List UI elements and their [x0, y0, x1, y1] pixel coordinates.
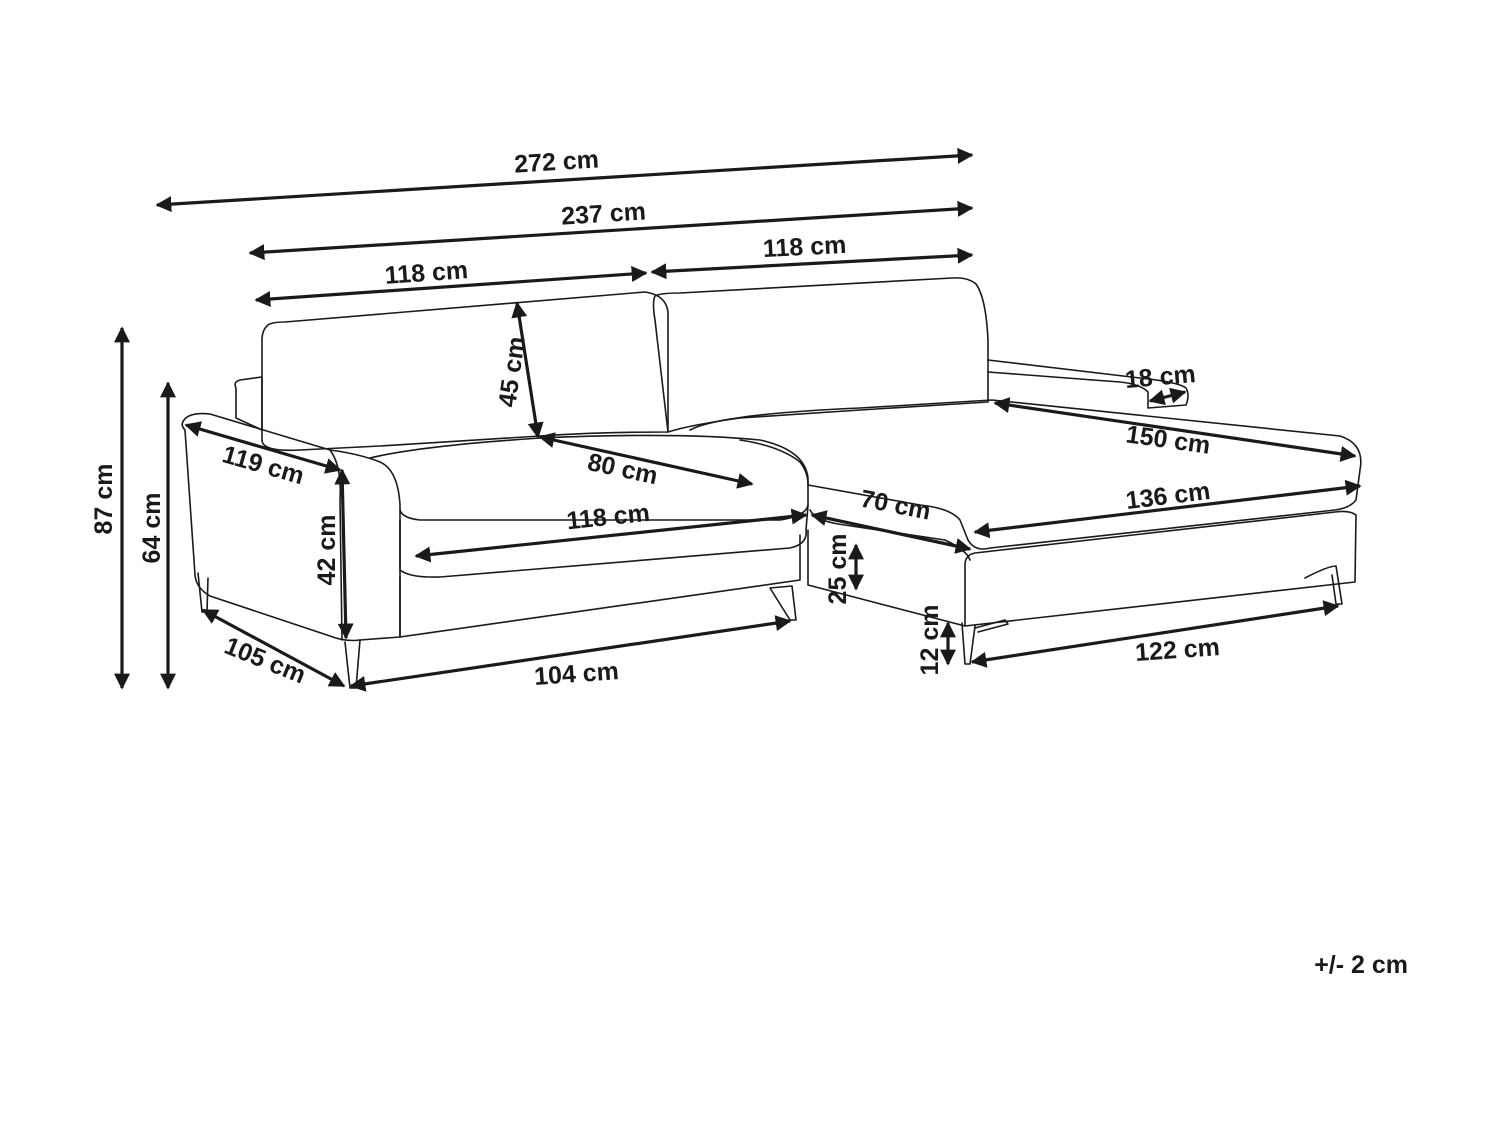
dim-line-18 — [1148, 387, 1187, 406]
dim-line-42 — [334, 468, 354, 640]
dim-line-136 — [973, 479, 1362, 539]
dim-line-119 — [184, 421, 342, 474]
dim-line-118-seat — [414, 508, 808, 563]
left-back-cushion — [261, 291, 669, 452]
label-back-height: 45 cm — [493, 335, 531, 409]
label-chaise-inner-width: 70 cm — [858, 485, 933, 526]
dim-line-122 — [970, 600, 1340, 668]
label-seat-height: 42 cm — [313, 515, 341, 586]
dim-line-118-right — [650, 247, 974, 280]
leg-front-middle — [769, 585, 797, 621]
label-back-left-width: 118 cm — [384, 256, 469, 290]
label-side-depth: 105 cm — [220, 632, 309, 690]
left-rear-arm — [234, 376, 263, 431]
dim-line-272 — [155, 147, 974, 213]
leg-back-left — [197, 572, 209, 613]
dim-line-118-left — [254, 266, 648, 307]
label-total-height: 87 cm — [90, 464, 118, 535]
label-seat-width-total: 237 cm — [560, 197, 646, 230]
label-overall-width: 272 cm — [513, 145, 599, 178]
label-chaise-front-width: 136 cm — [1124, 477, 1212, 515]
label-back-right-width: 118 cm — [762, 231, 847, 263]
label-chaise-base-width: 122 cm — [1134, 633, 1221, 667]
dim-line-45 — [511, 301, 544, 439]
dim-line-150 — [993, 397, 1357, 462]
chaise-base — [807, 510, 1357, 627]
label-front-base-width: 104 cm — [533, 657, 620, 691]
leg-chaise-front — [961, 622, 976, 665]
label-leg-height: 12 cm — [916, 605, 944, 676]
label-seat-front-width: 118 cm — [565, 499, 651, 536]
dim-line-104 — [349, 615, 792, 692]
leg-chaise-right — [1304, 565, 1343, 605]
label-arm-height: 64 cm — [138, 493, 166, 564]
label-cushion-height: 25 cm — [824, 534, 852, 605]
dim-line-237 — [248, 200, 974, 261]
dim-line-80 — [538, 432, 754, 489]
right-back-cushion — [652, 277, 989, 433]
left-arm — [181, 412, 401, 642]
chaise-seat-cushion — [689, 399, 1362, 550]
label-chaise-length: 150 cm — [1124, 420, 1212, 460]
label-armrest-width: 18 cm — [1124, 360, 1197, 394]
label-seat-depth: 80 cm — [585, 448, 660, 490]
dim-line-70 — [810, 510, 972, 554]
dim-line-105 — [201, 608, 346, 688]
dimension-lines — [114, 147, 1362, 692]
dimension-labels: 272 cm 237 cm 118 cm 118 cm 18 cm 45 cm … — [90, 145, 1221, 690]
tolerance-note: +/- 2 cm — [1314, 951, 1408, 979]
leg-front-left — [344, 639, 361, 689]
